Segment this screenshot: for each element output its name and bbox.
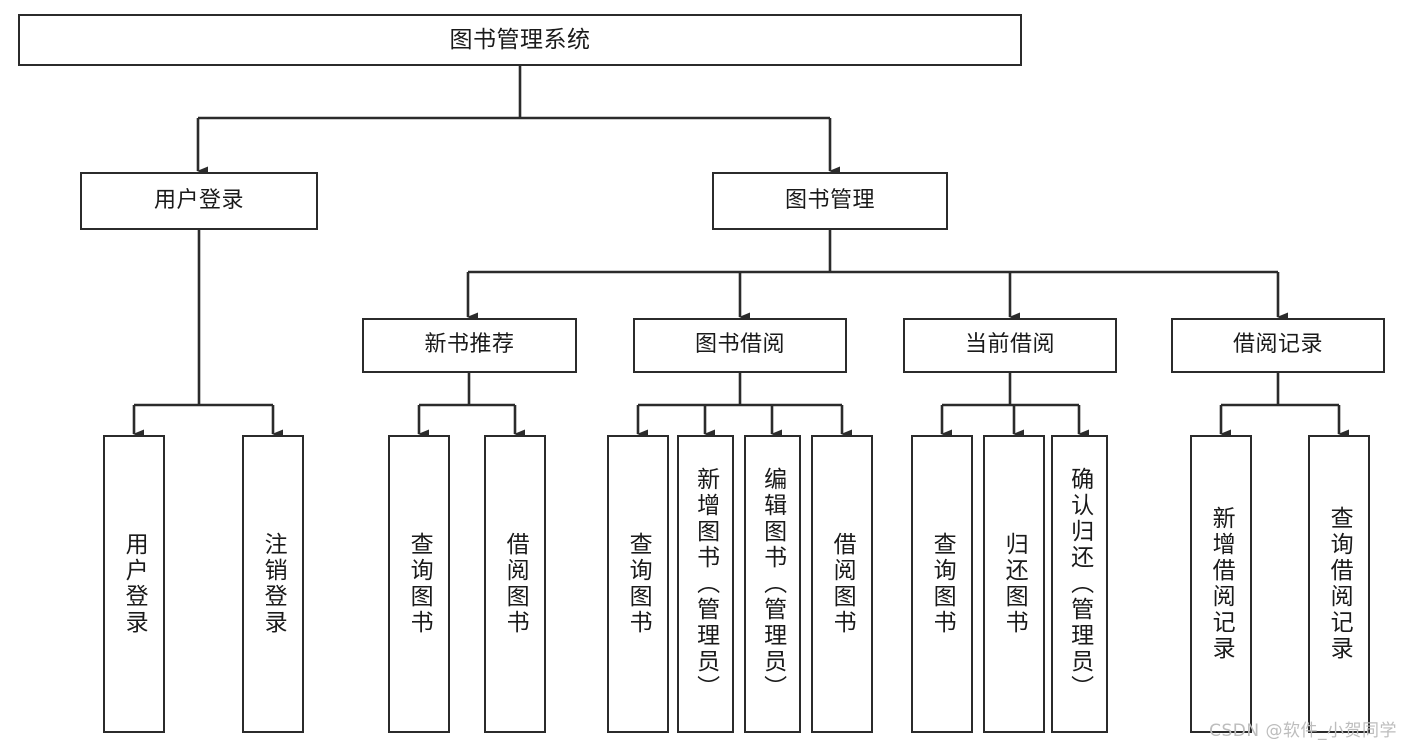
node-user-login[interactable]: 用户登录 xyxy=(80,172,318,230)
leaf-query-borrow-record[interactable]: 查询借阅记录 xyxy=(1308,435,1370,733)
leaf-borrow-book-2[interactable]: 借阅图书 xyxy=(811,435,873,733)
leaf-add-book-admin-label: 新增图书（管理员） xyxy=(692,467,719,701)
leaf-return-book-label: 归还图书 xyxy=(1001,532,1028,636)
node-user-login-label: 用户登录 xyxy=(153,187,244,213)
leaf-query-book-3-label: 查询图书 xyxy=(929,532,956,636)
node-borrow-record-label: 借阅记录 xyxy=(1232,332,1323,358)
leaf-return-book[interactable]: 归还图书 xyxy=(983,435,1045,733)
leaf-borrow-book-1-label: 借阅图书 xyxy=(502,532,529,636)
node-current-borrow[interactable]: 当前借阅 xyxy=(903,318,1117,373)
leaf-add-borrow-record[interactable]: 新增借阅记录 xyxy=(1190,435,1252,733)
node-book-management-label: 图书管理 xyxy=(784,187,875,213)
node-current-borrow-label: 当前借阅 xyxy=(964,332,1055,358)
leaf-query-borrow-record-label: 查询借阅记录 xyxy=(1326,506,1353,662)
leaf-edit-book-admin[interactable]: 编辑图书（管理员） xyxy=(744,435,801,733)
leaf-query-book-3[interactable]: 查询图书 xyxy=(911,435,973,733)
leaf-confirm-return-admin-label: 确认归还（管理员） xyxy=(1066,467,1093,701)
leaf-user-login-label: 用户登录 xyxy=(121,532,148,636)
node-book-borrow-label: 图书借阅 xyxy=(694,332,785,358)
node-root-label: 图书管理系统 xyxy=(449,26,591,53)
leaf-query-book-1-label: 查询图书 xyxy=(406,532,433,636)
node-book-borrow[interactable]: 图书借阅 xyxy=(633,318,847,373)
leaf-add-borrow-record-label: 新增借阅记录 xyxy=(1208,506,1235,662)
leaf-query-book-2-label: 查询图书 xyxy=(625,532,652,636)
edge-lines xyxy=(132,66,1349,439)
node-new-book-recommend-label: 新书推荐 xyxy=(424,332,515,358)
csdn-watermark: CSDN @软件_小贺同学 xyxy=(1209,721,1397,741)
leaf-borrow-book-2-label: 借阅图书 xyxy=(829,532,856,636)
leaf-confirm-return-admin[interactable]: 确认归还（管理员） xyxy=(1051,435,1108,733)
node-book-management[interactable]: 图书管理 xyxy=(712,172,948,230)
leaf-logout-login-label: 注销登录 xyxy=(260,532,287,636)
leaf-edit-book-admin-label: 编辑图书（管理员） xyxy=(759,467,786,701)
leaf-query-book-2[interactable]: 查询图书 xyxy=(607,435,669,733)
leaf-borrow-book-1[interactable]: 借阅图书 xyxy=(484,435,546,733)
node-root-library-management-system[interactable]: 图书管理系统 xyxy=(18,14,1022,66)
node-new-book-recommend[interactable]: 新书推荐 xyxy=(362,318,577,373)
leaf-add-book-admin[interactable]: 新增图书（管理员） xyxy=(677,435,734,733)
node-borrow-record[interactable]: 借阅记录 xyxy=(1171,318,1385,373)
leaf-query-book-1[interactable]: 查询图书 xyxy=(388,435,450,733)
leaf-logout-login[interactable]: 注销登录 xyxy=(242,435,304,733)
leaf-user-login[interactable]: 用户登录 xyxy=(103,435,165,733)
